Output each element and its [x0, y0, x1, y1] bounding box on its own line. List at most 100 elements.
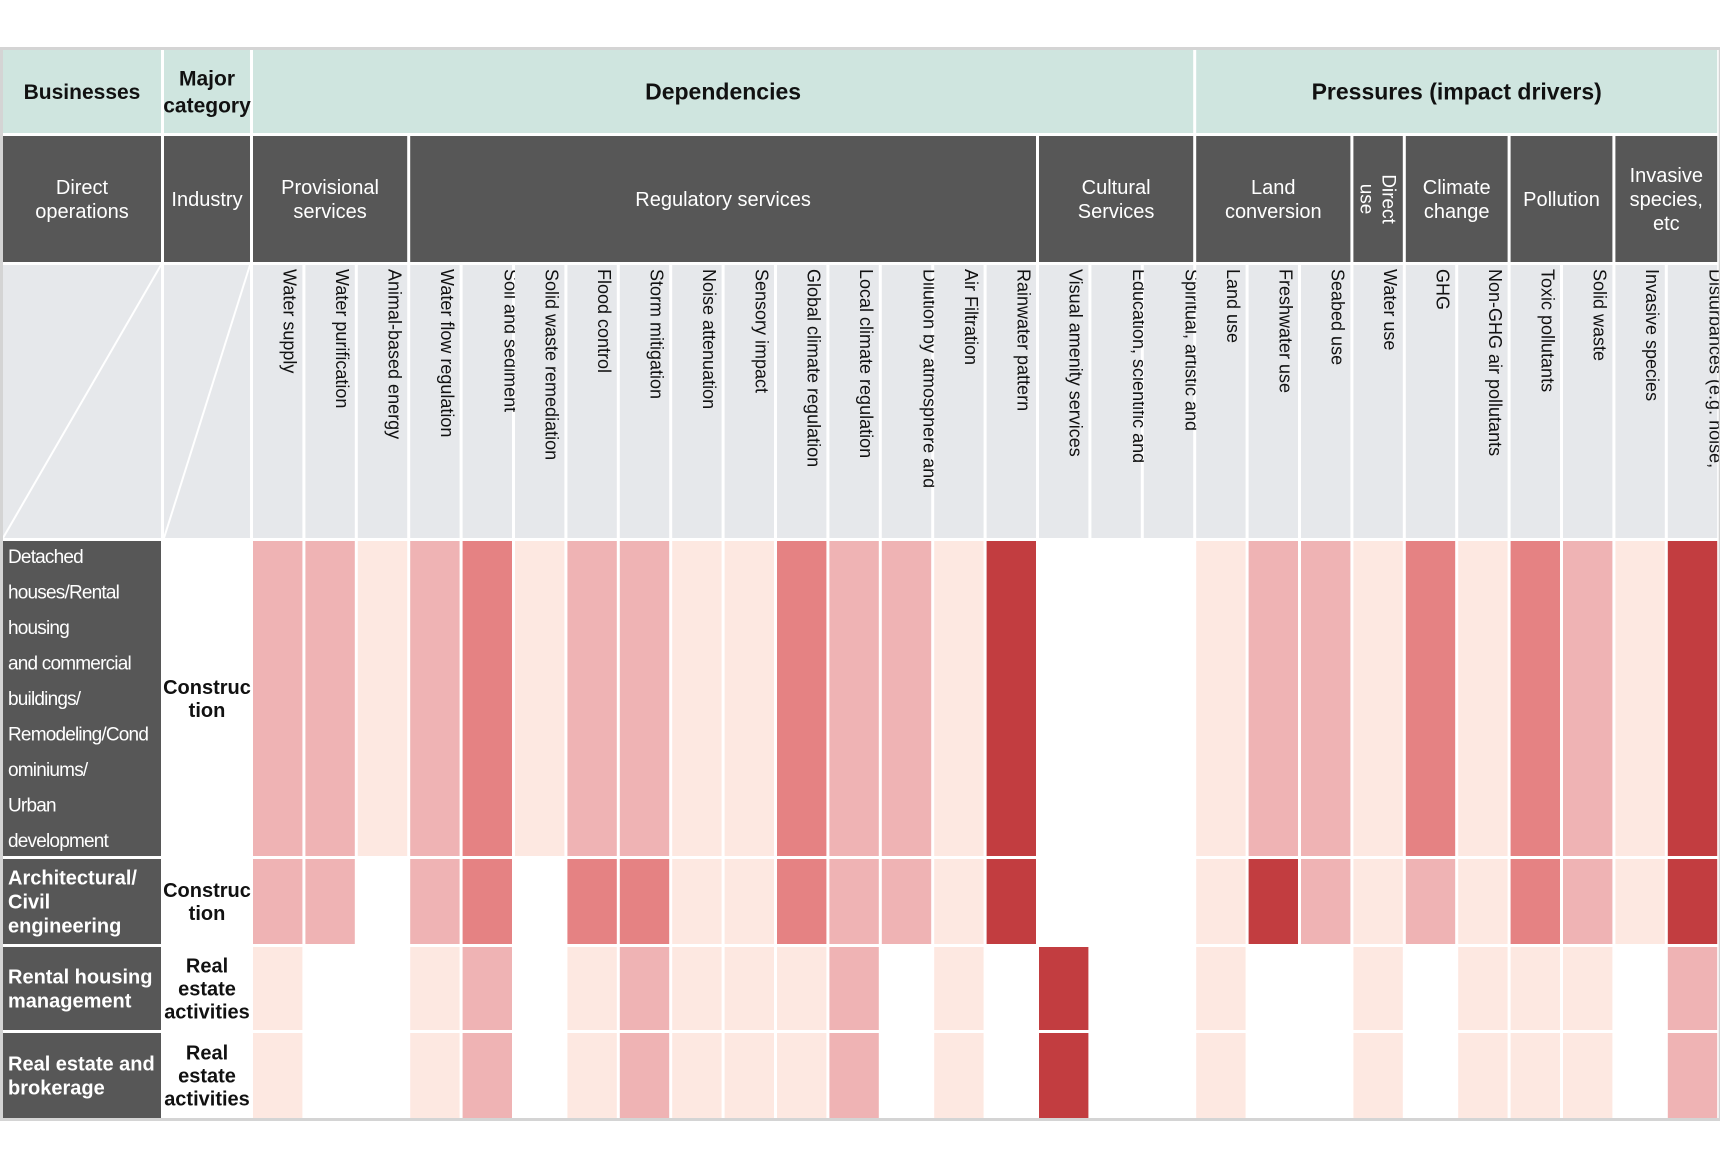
heatmap-cell [515, 947, 565, 1030]
heatmap-cell [1091, 541, 1141, 856]
column-label-cell [672, 265, 722, 538]
heatmap-cell [567, 1033, 617, 1118]
heatmap-cell [1405, 859, 1456, 944]
heatmap-cell [1196, 1033, 1246, 1118]
heatmap-cell [777, 947, 827, 1030]
heatmap-cell [619, 541, 670, 856]
column-label: Noise attenuation [699, 269, 719, 409]
heatmap-cell [1405, 947, 1456, 1030]
heatmap-cell [1510, 947, 1560, 1030]
column-label: Seabed use [1328, 269, 1348, 365]
group-header-label: Pollution [1523, 189, 1600, 211]
column-label-cell [1248, 265, 1298, 538]
column-label-cell [357, 265, 408, 538]
heatmap-cell [1510, 541, 1560, 856]
heatmap-cell [1196, 947, 1246, 1030]
group-header-label: Regulatory services [635, 189, 811, 211]
column-label-cell [253, 265, 303, 538]
column-label: Water purification [332, 269, 352, 408]
heatmap-cell [881, 541, 932, 856]
row-industry-cell [164, 859, 250, 944]
heatmap-cell [1196, 859, 1246, 944]
heatmap-cell [410, 541, 460, 856]
table-border [0, 47, 1720, 1121]
header-businesses: Businesses [24, 81, 141, 104]
group-header-cell [1405, 136, 1508, 262]
column-label: Freshwater use [1275, 269, 1295, 393]
heatmap-cell [724, 1033, 774, 1118]
heatmap-cell [1091, 1033, 1141, 1118]
heatmap-cell [829, 1033, 879, 1118]
heatmap-cell [305, 947, 355, 1030]
heatmap-cell [1039, 947, 1089, 1030]
group-header-cell [1353, 136, 1403, 262]
column-label: Toxic pollutants [1537, 269, 1557, 392]
heatmap-cell [357, 947, 408, 1030]
group-header-cell [1615, 136, 1718, 262]
heatmap-cell [253, 541, 303, 856]
heatmap-cell [253, 1033, 303, 1118]
heatmap-cell [1248, 947, 1298, 1030]
column-label: Disturbances (e.g. noise,light) [1706, 269, 1720, 468]
heatmap-cell [934, 541, 984, 856]
heatmap-cell [777, 541, 827, 856]
heatmap-cell [1563, 947, 1613, 1030]
row-business-cell [3, 947, 161, 1030]
heatmap-cell [567, 947, 617, 1030]
header-businesses-cell [3, 50, 161, 133]
header-direct-operations-cell [3, 136, 161, 262]
heatmap-cell [1353, 947, 1403, 1030]
heatmap-cell [305, 1033, 355, 1118]
heatmap-cell [1301, 541, 1351, 856]
header-industry: Industry [171, 189, 242, 211]
heatmap-cell [1667, 859, 1718, 944]
heatmap-cell [1248, 859, 1298, 944]
heatmap-cell [881, 859, 932, 944]
group-header-cell [1039, 136, 1194, 262]
heatmap-cell [934, 1033, 984, 1118]
row-business-cell [3, 1033, 161, 1118]
heatmap-cell [1510, 859, 1560, 944]
column-label-cell [305, 265, 355, 538]
column-label-cell [1405, 265, 1456, 538]
heatmap-cell [1458, 859, 1508, 944]
column-label: Water use [1380, 269, 1400, 350]
heatmap-cell [619, 1033, 670, 1118]
heatmap-cell [986, 947, 1036, 1030]
heatmap-cell [253, 859, 303, 944]
group-header-cell [253, 136, 408, 262]
heatmap-cell [1091, 859, 1141, 944]
heatmap-cell [1563, 541, 1613, 856]
column-label: Solid waste [1590, 269, 1610, 361]
header-dependencies: Dependencies [645, 79, 801, 105]
heatmap-cell [1143, 947, 1194, 1030]
heatmap-cell [724, 859, 774, 944]
heatmap-cell [1301, 947, 1351, 1030]
row-business-cell [3, 541, 161, 856]
column-label: Storm mitigation [647, 269, 667, 399]
heatmap-cell [1667, 541, 1718, 856]
heatmap-cell [462, 541, 512, 856]
column-label: Animal-based energy [385, 269, 405, 439]
group-header-cell [1196, 136, 1351, 262]
column-label: Flood control [594, 269, 614, 373]
column-label: Solid waste remediation [542, 269, 562, 460]
header-pressures-cell [1196, 50, 1718, 133]
column-label-cell [934, 265, 984, 538]
column-label-cell [1143, 265, 1194, 538]
heatmap-cell [1458, 1033, 1508, 1118]
heatmap-cell [934, 947, 984, 1030]
heatmap-cell [986, 541, 1036, 856]
column-label-cell [1039, 265, 1089, 538]
heatmap-cell [1039, 859, 1089, 944]
heatmap-cell [881, 947, 932, 1030]
group-header-cell [410, 136, 1036, 262]
heatmap-cell [357, 541, 408, 856]
heatmap-cell [462, 1033, 512, 1118]
